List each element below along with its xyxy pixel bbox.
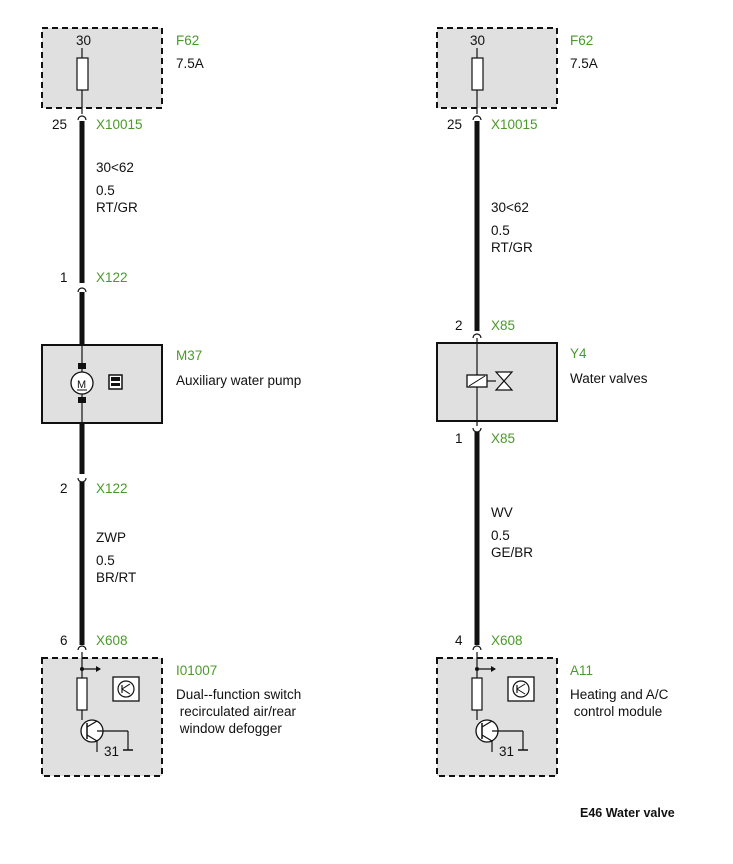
- right-connector-x608-pin: 4: [455, 633, 463, 648]
- left-fuse-rating: 7.5A: [176, 56, 204, 71]
- right-transistor-emitter: [481, 734, 493, 742]
- right-component-name: Water valves: [570, 371, 648, 386]
- right-valve-box: [436, 342, 558, 422]
- electronic-module-icon-circle: [117, 680, 135, 698]
- right-module-arrow: [491, 666, 496, 672]
- left-component-name: Auxiliary water pump: [176, 373, 301, 388]
- right-connector-x85-out-symbol: [472, 427, 482, 433]
- pump-module-icon-bar2: [111, 383, 120, 386]
- left-connector-x10015-id: X10015: [96, 117, 143, 132]
- right-connector-x85-in-id: X85: [491, 318, 515, 333]
- right-connector-x85-in-pin: 2: [455, 318, 463, 333]
- right-connector-x85-out-id: X85: [491, 431, 515, 446]
- left-module-name-line2: recirculated air/rear: [176, 704, 297, 719]
- right-connector-x10015-symbol: [472, 115, 482, 121]
- left-pump-brush-bottom: [78, 397, 86, 403]
- valve-icon: [494, 371, 514, 391]
- motor-icon-letter: M: [77, 379, 86, 391]
- right-electronic-module-icon-e: [516, 688, 526, 695]
- solenoid-icon-diag: [468, 375, 486, 387]
- right-transistor-collector: [481, 720, 493, 728]
- left-connector-x10015-symbol: [77, 115, 87, 121]
- right-connector-x85-in-symbol: [472, 333, 482, 339]
- left-connector-x122-out-symbol: [77, 477, 87, 483]
- right-fuse-icon: [471, 57, 484, 91]
- right-connector-x608-id: X608: [491, 633, 523, 648]
- left-connector-x608-symbol: [77, 645, 87, 651]
- left-wire-2-gauge: 0.5: [96, 553, 115, 568]
- electronic-module-icon-c: [121, 683, 131, 690]
- right-wire-1-circuit: 30<62: [491, 200, 529, 215]
- right-module-id: A11: [570, 663, 593, 678]
- left-module-box: [41, 657, 163, 777]
- left-wire-2-color: BR/RT: [96, 570, 136, 585]
- right-wire-2-color: GE/BR: [491, 545, 533, 560]
- right-fuse-box: [436, 27, 558, 109]
- right-module-name-line1: Heating and A/C: [570, 687, 669, 702]
- left-module-ground: 31: [104, 744, 119, 759]
- right-circuit: 30 F62 7.5A 25 X10015 30<62 0.5 RT/GR 2 …: [436, 27, 669, 777]
- left-wire-1-gauge: 0.5: [96, 183, 115, 198]
- left-circuit: 30 F62 7.5A 25 X10015 30<62 0.5 RT/GR 1 …: [41, 27, 301, 777]
- right-wire-2-circuit: WV: [491, 505, 513, 520]
- left-connector-x10015-pin: 25: [52, 117, 67, 132]
- right-fuse-id: F62: [570, 33, 593, 48]
- left-fuse-box: [41, 27, 163, 109]
- left-connector-x122-out-pin: 2: [60, 481, 68, 496]
- right-electronic-module-icon-circle: [512, 680, 530, 698]
- motor-icon: [70, 371, 94, 395]
- right-connector-x85-out-pin: 1: [455, 431, 463, 446]
- right-electronic-module-icon-c: [516, 683, 526, 690]
- transistor-collector: [86, 720, 98, 728]
- right-connector-x10015-id: X10015: [491, 117, 538, 132]
- left-fuse-pin: 30: [76, 33, 91, 48]
- right-wire-1-gauge: 0.5: [491, 223, 510, 238]
- left-module-name-line1: Dual--function switch: [176, 687, 301, 702]
- right-module-box: [436, 657, 558, 777]
- right-module-resistor: [471, 677, 483, 711]
- left-component-id: M37: [176, 348, 202, 363]
- left-module-resistor: [76, 677, 88, 711]
- left-wire-2-circuit: ZWP: [96, 530, 126, 545]
- diagram-caption: E46 Water valve: [580, 806, 675, 820]
- right-module-ground: 31: [499, 744, 514, 759]
- right-component-id: Y4: [570, 346, 587, 361]
- left-module-name-line3: window defogger: [176, 721, 282, 736]
- electronic-module-icon-e: [121, 688, 131, 695]
- left-connector-x122-in-symbol: [77, 287, 87, 293]
- left-connector-x608-pin: 6: [60, 633, 68, 648]
- left-fuse-icon: [76, 57, 89, 91]
- left-connector-x122-in-id: X122: [96, 270, 128, 285]
- left-connector-x608-id: X608: [96, 633, 128, 648]
- left-fuse-id: F62: [176, 33, 199, 48]
- right-wire-2-gauge: 0.5: [491, 528, 510, 543]
- pump-module-icon-bar1: [111, 377, 120, 381]
- left-wire-1-color: RT/GR: [96, 200, 138, 215]
- right-wire-1-color: RT/GR: [491, 240, 533, 255]
- right-connector-x608-symbol: [472, 645, 482, 651]
- left-module-id: I01007: [176, 663, 217, 678]
- left-connector-x122-in-pin: 1: [60, 270, 68, 285]
- left-module-arrow: [96, 666, 101, 672]
- transistor-emitter: [86, 734, 98, 742]
- left-pump-brush-top: [78, 363, 86, 369]
- left-wire-1-circuit: 30<62: [96, 160, 134, 175]
- right-fuse-pin: 30: [470, 33, 485, 48]
- left-connector-x122-out-id: X122: [96, 481, 128, 496]
- right-fuse-rating: 7.5A: [570, 56, 598, 71]
- right-module-name-line2: control module: [570, 704, 662, 719]
- left-pump-box: [41, 344, 163, 424]
- right-connector-x10015-pin: 25: [447, 117, 462, 132]
